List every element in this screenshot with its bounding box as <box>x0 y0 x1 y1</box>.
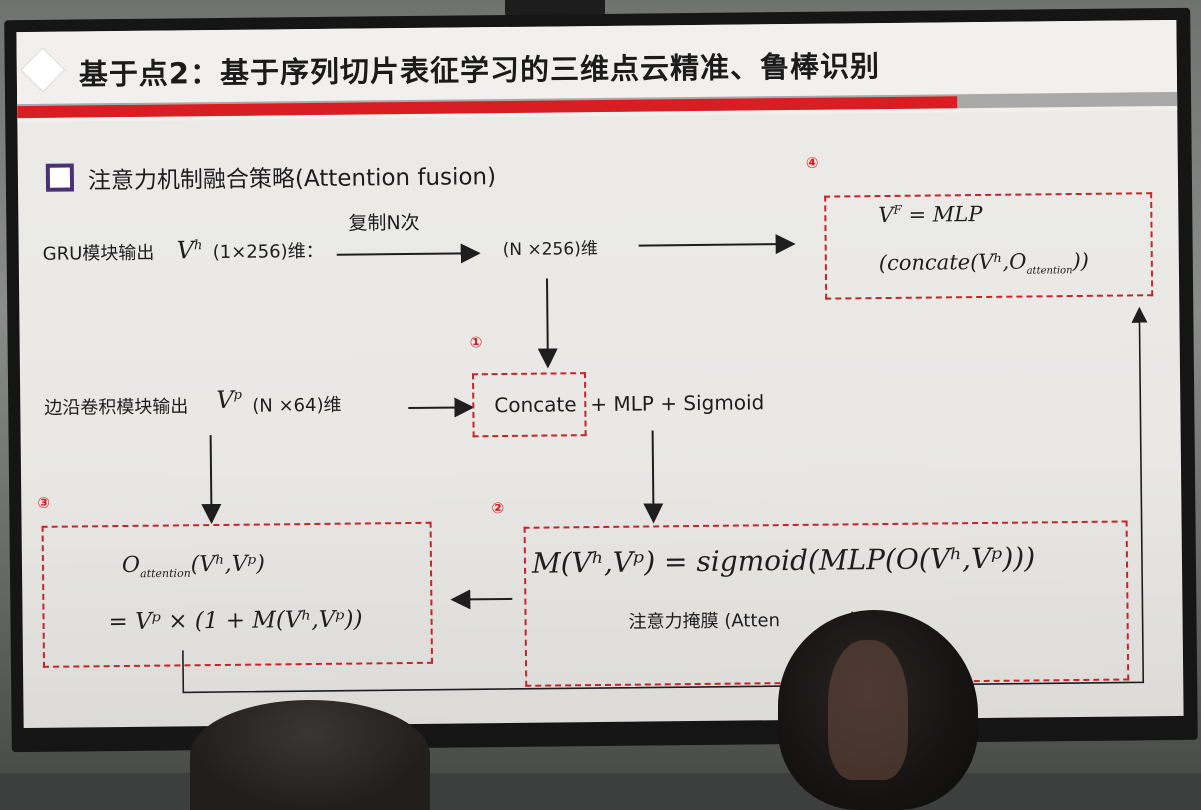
step3-box <box>41 521 434 668</box>
step4-formula-line1: VF = MLP <box>878 201 983 228</box>
arrow-step1-to-step2 <box>643 430 664 524</box>
edge-dim: (N ×64)维 <box>252 394 342 417</box>
arrow-edge-down <box>201 435 222 525</box>
arrow-copy <box>336 243 481 264</box>
step3-formula-line1: Oattention(Vʰ,Vᵖ) <box>121 551 266 581</box>
expanded-dim: (N ×256)维 <box>502 239 598 261</box>
edge-label: 边沿卷积模块输出 <box>44 396 189 419</box>
arrow-step3-to-step4 <box>182 306 1148 694</box>
audience-head-left <box>190 700 430 810</box>
arrow-edge-to-step1 <box>408 397 475 418</box>
connector-arrows <box>182 234 1148 694</box>
arrow-down-to-step1 <box>537 278 558 369</box>
step2-number: ② <box>491 499 505 518</box>
step3-formula-line2: = Vᵖ × (1 + M(Vʰ,Vᵖ)) <box>108 606 363 636</box>
step4-formula-line2: (concate(Vʰ,Oattention)) <box>878 248 1090 277</box>
copy-label: 复制N次 <box>348 211 420 235</box>
gru-dim: (1×256)维： <box>212 240 324 264</box>
step4-number: ④ <box>805 153 819 172</box>
gru-var: Vh <box>176 236 203 265</box>
edge-var: Vp <box>216 385 242 415</box>
arrow-step2-to-step3 <box>450 589 513 610</box>
step2-formula: M(Vʰ,Vᵖ) = sigmoid(MLP(O(Vʰ,Vᵖ))) <box>531 541 1036 580</box>
audience-face-right <box>828 640 908 780</box>
arrow-to-step4 <box>638 234 796 255</box>
step4-box <box>824 192 1154 300</box>
step3-number: ③ <box>37 493 51 512</box>
step1-number: ① <box>469 333 483 352</box>
slide: 基于点2：基于序列切片表征学习的三维点云精准、鲁棒识别 注意力机制融合策略(At… <box>16 19 1184 729</box>
gru-label: GRU模块输出 <box>42 242 155 265</box>
step1-concat: Concate <box>494 392 577 418</box>
step1-rest: + MLP + Sigmoid <box>590 390 765 417</box>
